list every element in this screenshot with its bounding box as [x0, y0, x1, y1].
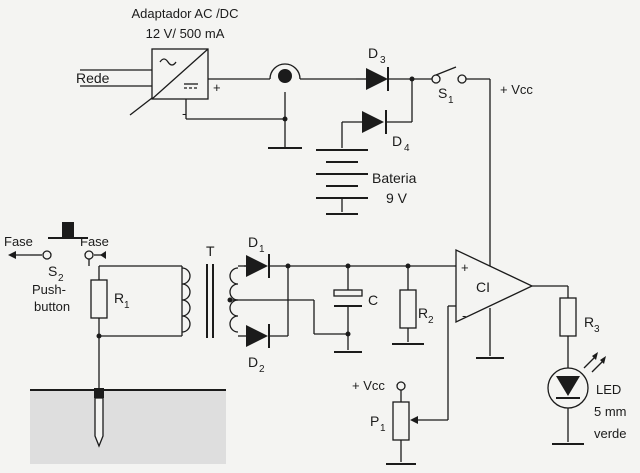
transformer-label: T — [206, 243, 215, 259]
d3-subscript: 3 — [380, 55, 386, 66]
r1-subscript: 1 — [124, 300, 130, 311]
d1-label: D — [248, 234, 258, 250]
pushbutton-line1: Push- — [32, 282, 66, 297]
adapter-title: Adaptador AC /DC — [132, 6, 239, 21]
pot-vcc-label: + Vcc — [352, 378, 385, 393]
resistor-r1 — [90, 265, 182, 390]
battery-voltage: 9 V — [386, 190, 408, 206]
diode-d1 — [244, 254, 454, 278]
comparator-plus: + — [461, 260, 469, 275]
d3-label: D — [368, 45, 378, 61]
d2-subscript: 2 — [259, 364, 265, 375]
led-size: 5 mm — [594, 404, 627, 419]
s2-subscript: 2 — [58, 273, 64, 284]
battery — [316, 149, 368, 215]
r3-label: R — [584, 314, 594, 330]
r2-subscript: 2 — [428, 315, 434, 326]
d2-label: D — [248, 354, 258, 370]
pushbutton-s2 — [42, 222, 94, 266]
mains-input — [80, 69, 153, 116]
diode-d3 — [356, 67, 432, 91]
ac-dc-adapter — [151, 48, 209, 100]
d4-subscript: 4 — [404, 143, 410, 154]
pot-label: P — [370, 413, 379, 429]
comparator-ci — [447, 248, 569, 420]
d1-subscript: 1 — [259, 244, 265, 255]
led-color: verde — [594, 426, 627, 441]
adapter-output-wiring — [185, 78, 302, 149]
comparator-label: CI — [476, 279, 490, 295]
adapter-minus: - — [182, 106, 186, 121]
switch-s1 — [431, 66, 491, 252]
diode-d2 — [246, 266, 289, 348]
s1-subscript: 1 — [448, 95, 454, 106]
battery-name: Bateria — [372, 170, 417, 186]
resistor-r3 — [559, 297, 577, 368]
r3-subscript: 3 — [594, 324, 600, 335]
pushbutton-line2: button — [34, 299, 70, 314]
r2-label: R — [418, 305, 428, 321]
dc-jack — [269, 63, 356, 83]
adapter-rating: 12 V/ 500 mA — [146, 26, 225, 41]
led-indicator — [547, 352, 606, 445]
fase-right-label: Fase — [80, 234, 109, 249]
comparator-minus: - — [462, 308, 466, 323]
adapter-plus: + — [213, 80, 221, 95]
potentiometer-p1 — [386, 381, 448, 465]
mains-label: Rede — [76, 70, 110, 86]
vcc-label: + Vcc — [500, 82, 533, 97]
capacitor-label: C — [368, 292, 378, 308]
s1-label: S — [438, 85, 447, 101]
resistor-r2 — [392, 266, 424, 345]
diode-d4 — [341, 79, 413, 148]
r1-label: R — [114, 290, 124, 306]
earth-ground — [30, 388, 226, 464]
fase-left-label: Fase — [4, 234, 33, 249]
fase-input — [8, 251, 106, 259]
capacitor-c — [314, 266, 363, 353]
led-name: LED — [596, 382, 621, 397]
s2-label: S — [48, 263, 57, 279]
pot-subscript: 1 — [380, 423, 386, 434]
d4-label: D — [392, 133, 402, 149]
